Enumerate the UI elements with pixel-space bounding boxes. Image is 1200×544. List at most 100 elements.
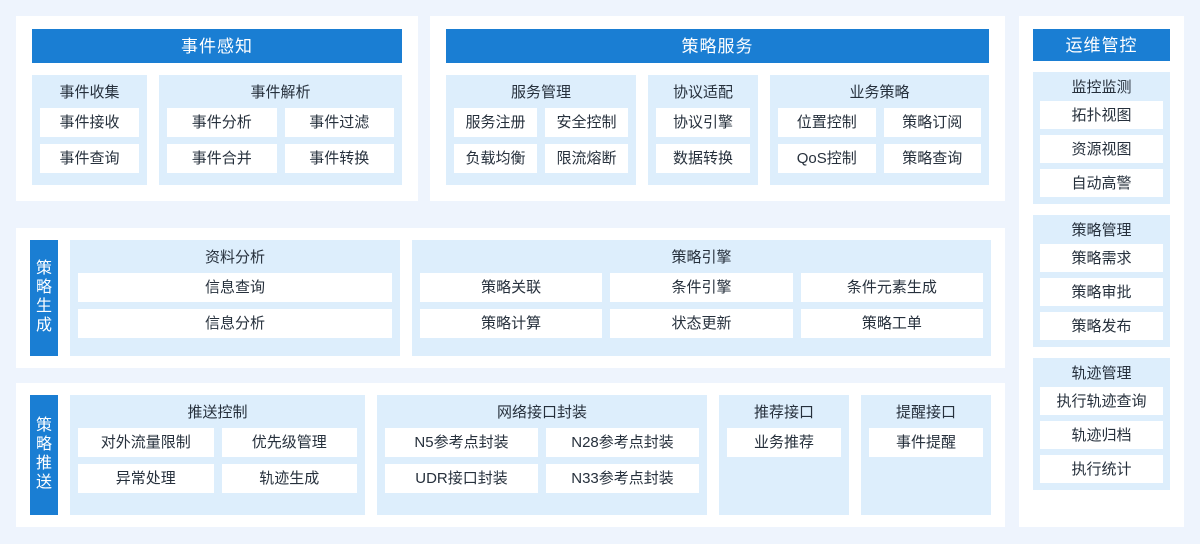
cell-location-control[interactable]: 位置控制 [778, 108, 876, 137]
side-label-char: 略 [35, 279, 52, 297]
group-title-event-parsing: 事件解析 [250, 84, 311, 101]
panel-title-operations-management: 运维管控 [1033, 29, 1170, 61]
cell-row: 执行统计 [1040, 455, 1163, 483]
cell-row: 策略发布 [1040, 312, 1163, 340]
cell-row: 策略关联 条件引擎 条件元素生成 [420, 273, 983, 302]
cell-row: 异常处理 轨迹生成 [78, 464, 357, 493]
cell-row [727, 464, 841, 493]
cell-condition-engine[interactable]: 条件引擎 [610, 273, 793, 302]
cell-event-query[interactable]: 事件查询 [40, 144, 139, 173]
cell-n33-reference-point-encapsulation[interactable]: N33参考点封装 [546, 464, 699, 493]
cell-state-update[interactable]: 状态更新 [610, 309, 793, 338]
cell-execution-trace-query[interactable]: 执行轨迹查询 [1040, 387, 1163, 415]
cell-qos-control[interactable]: QoS控制 [778, 144, 876, 173]
cell-row: 事件提醒 [869, 428, 983, 457]
cell-row: 执行轨迹查询 [1040, 387, 1163, 415]
group-push-control: 推送控制 对外流量限制 优先级管理 异常处理 轨迹生成 [70, 395, 365, 515]
panel-policy-generation: 策 略 生 成 资料分析 信息查询 信息分析 策略引擎 [16, 228, 1005, 368]
cell-outbound-traffic-limit[interactable]: 对外流量限制 [78, 428, 214, 457]
panel-title-policy-service: 策略服务 [446, 29, 989, 63]
group-recommendation-interface: 推荐接口 业务推荐 [719, 395, 849, 515]
side-label-char: 策 [35, 417, 52, 435]
group-title-network-interface-encapsulation: 网络接口封装 [496, 404, 587, 421]
group-network-interface-encapsulation: 网络接口封装 N5参考点封装 N28参考点封装 UDR接口封装 N33参考点封装 [377, 395, 707, 515]
cell-auto-alarm[interactable]: 自动高警 [1040, 169, 1163, 197]
cell-trace-generation[interactable]: 轨迹生成 [221, 464, 357, 493]
group-title-recommendation-interface: 推荐接口 [753, 404, 814, 421]
side-label-char: 策 [35, 260, 52, 278]
cell-event-merge[interactable]: 事件合并 [167, 144, 277, 173]
cell-policy-release[interactable]: 策略发布 [1040, 312, 1163, 340]
group-service-management: 服务管理 服务注册 安全控制 负载均衡 限流熔断 [446, 75, 636, 185]
cell-row: 位置控制 策略订阅 [778, 108, 981, 137]
side-label-char: 成 [35, 316, 52, 334]
cell-row: QoS控制 策略查询 [778, 144, 981, 173]
cell-n28-reference-point-encapsulation[interactable]: N28参考点封装 [546, 428, 699, 457]
group-title-monitoring: 监控监测 [1071, 79, 1132, 96]
cell-policy-association[interactable]: 策略关联 [420, 273, 603, 302]
group-title-push-control: 推送控制 [187, 404, 248, 421]
cell-execution-statistics[interactable]: 执行统计 [1040, 455, 1163, 483]
side-label-policy-push: 策 略 推 送 [30, 395, 58, 515]
cell-policy-query[interactable]: 策略查询 [883, 144, 981, 173]
side-label-char: 生 [35, 298, 52, 315]
cell-policy-subscription[interactable]: 策略订阅 [883, 108, 981, 137]
cell-policy-work-order[interactable]: 策略工单 [800, 309, 983, 338]
cell-row: 信息分析 [78, 309, 392, 338]
panel-event-sensing: 事件感知 事件收集 事件接收 事件查询 事件解析 [16, 16, 418, 201]
cell-event-filter[interactable]: 事件过滤 [284, 108, 394, 137]
cell-event-reminder[interactable]: 事件提醒 [869, 428, 983, 457]
cell-row: 轨迹归档 [1040, 421, 1163, 449]
cell-row [869, 464, 983, 493]
cell-resource-view[interactable]: 资源视图 [1040, 135, 1163, 163]
cell-exception-handling[interactable]: 异常处理 [78, 464, 214, 493]
cell-spacer [869, 464, 983, 493]
cell-service-registration[interactable]: 服务注册 [454, 108, 537, 137]
cell-trace-archive[interactable]: 轨迹归档 [1040, 421, 1163, 449]
group-title-data-analysis: 资料分析 [204, 249, 265, 266]
cell-data-conversion[interactable]: 数据转换 [656, 144, 750, 173]
group-title-reminder-interface: 提醒接口 [895, 404, 956, 421]
cell-business-recommendation[interactable]: 业务推荐 [727, 428, 841, 457]
cell-row: 自动高警 [1040, 169, 1163, 197]
cell-topology-view[interactable]: 拓扑视图 [1040, 101, 1163, 129]
cell-row: 业务推荐 [727, 428, 841, 457]
group-title-policy-engine: 策略引擎 [671, 249, 732, 266]
cell-event-transform[interactable]: 事件转换 [284, 144, 394, 173]
cell-n5-reference-point-encapsulation[interactable]: N5参考点封装 [385, 428, 538, 457]
cell-udr-interface-encapsulation[interactable]: UDR接口封装 [385, 464, 538, 493]
cell-event-analysis[interactable]: 事件分析 [167, 108, 277, 137]
cell-security-control[interactable]: 安全控制 [545, 108, 628, 137]
cell-row: 拓扑视图 [1040, 101, 1163, 129]
cell-information-query[interactable]: 信息查询 [78, 273, 392, 302]
side-label-policy-generation: 策 略 生 成 [30, 240, 58, 356]
cell-row: 数据转换 [656, 144, 750, 173]
cell-event-receive[interactable]: 事件接收 [40, 108, 139, 137]
side-label-char: 略 [35, 436, 52, 454]
cell-condition-element-generation[interactable]: 条件元素生成 [800, 273, 983, 302]
cell-policy-approval[interactable]: 策略审批 [1040, 278, 1163, 306]
cell-load-balancing[interactable]: 负载均衡 [454, 144, 537, 173]
group-title-trace-management: 轨迹管理 [1071, 365, 1132, 382]
cell-row: 事件查询 [40, 144, 139, 173]
cell-rate-limit-circuit-break[interactable]: 限流熔断 [545, 144, 628, 173]
cell-protocol-engine[interactable]: 协议引擎 [656, 108, 750, 137]
cell-priority-management[interactable]: 优先级管理 [221, 428, 357, 457]
cell-row: 信息查询 [78, 273, 392, 302]
cell-policy-requirement[interactable]: 策略需求 [1040, 244, 1163, 272]
side-label-char: 送 [35, 473, 52, 491]
group-policy-engine: 策略引擎 策略关联 条件引擎 条件元素生成 策略计算 状态更新 策略工单 [412, 240, 991, 356]
cell-row: 策略审批 [1040, 278, 1163, 306]
cell-policy-computation[interactable]: 策略计算 [420, 309, 603, 338]
group-policy-management: 策略管理 策略需求 策略审批 策略发布 [1033, 215, 1170, 347]
cell-row: 策略计算 状态更新 策略工单 [420, 309, 983, 338]
cell-row: 资源视图 [1040, 135, 1163, 163]
group-data-analysis: 资料分析 信息查询 信息分析 [70, 240, 400, 356]
group-protocol-adaptation: 协议适配 协议引擎 数据转换 [648, 75, 758, 185]
cell-row: 事件合并 事件转换 [167, 144, 394, 173]
cell-information-analysis[interactable]: 信息分析 [78, 309, 392, 338]
group-reminder-interface: 提醒接口 事件提醒 [861, 395, 991, 515]
cell-row: 对外流量限制 优先级管理 [78, 428, 357, 457]
group-event-parsing: 事件解析 事件分析 事件过滤 事件合并 事件转换 [159, 75, 402, 185]
